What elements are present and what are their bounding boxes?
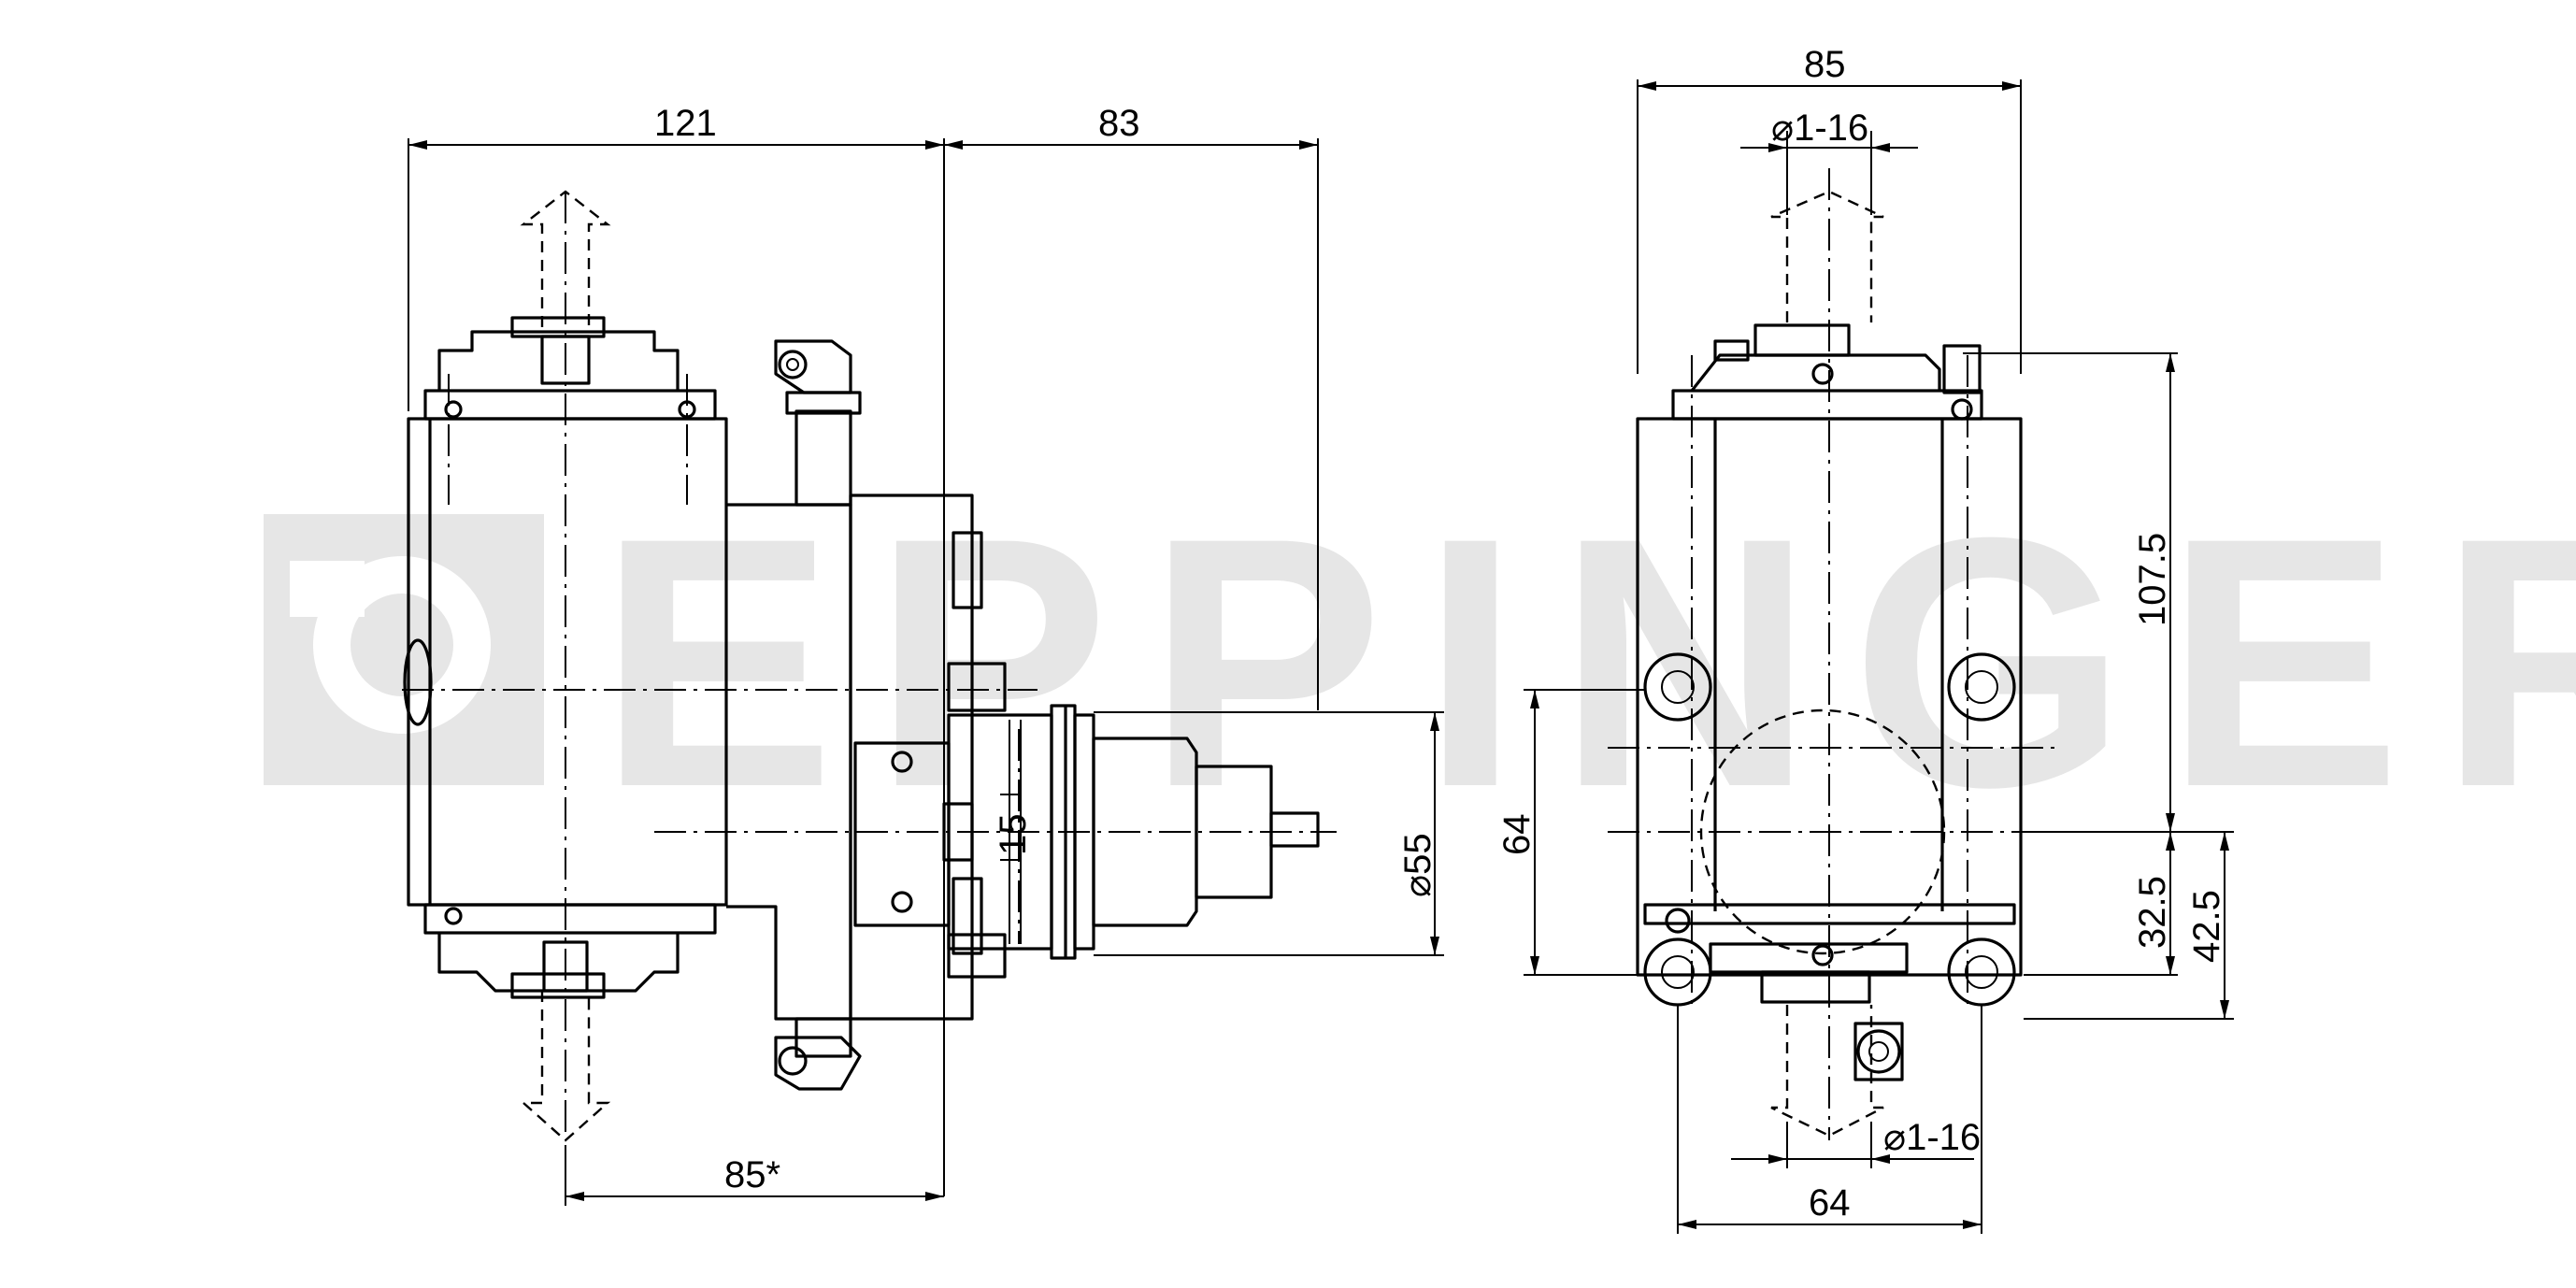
side-view: 121 83 — [402, 103, 1444, 1206]
dim-label-64-horizontal: 64 — [1809, 1182, 1851, 1224]
dim-label-85-star: 85* — [724, 1154, 780, 1195]
dim-42-5: 42.5 — [2024, 832, 2234, 1020]
dim-label-32-5: 32.5 — [2132, 876, 2173, 949]
dim-label-83: 83 — [1098, 103, 1140, 144]
dim-label-dia55: ⌀55 — [1397, 833, 1438, 897]
dim-label-15: 15 — [993, 814, 1034, 856]
dim-85-top: 85 — [1637, 44, 2022, 374]
dim-label-64-vertical: 64 — [1496, 814, 1538, 856]
dim-15: 15 — [993, 794, 1034, 861]
dim-thread-top: ⌀1-16 — [1740, 107, 1918, 215]
dim-label-121: 121 — [654, 103, 717, 144]
dim-64-horizontal: 64 — [1677, 1005, 1982, 1234]
dim-label-42-5: 42.5 — [2186, 890, 2227, 963]
side-bottom-fitting — [774, 1017, 862, 1091]
dim-85-star: 85* — [565, 1145, 944, 1206]
dim-thread-bottom: ⌀1-16 — [1731, 1117, 1981, 1168]
front-housing — [1636, 323, 2023, 1007]
eppinger-watermark-logo: EPPINGER — [264, 464, 2576, 861]
front-view: 85 ⌀1-16 — [1496, 44, 2234, 1234]
dim-label-85-top: 85 — [1804, 44, 1846, 85]
dim-label-thread-bottom: ⌀1-16 — [1883, 1117, 1981, 1158]
dim-32-5: 32.5 — [2024, 832, 2178, 976]
dim-107-5: 107.5 — [1963, 352, 2234, 833]
dim-64-vertical: 64 — [1496, 689, 1645, 976]
dim-label-thread-top: ⌀1-16 — [1771, 107, 1868, 149]
dim-83: 83 — [944, 103, 1318, 150]
dim-label-107-5: 107.5 — [2132, 533, 2173, 626]
side-housing — [403, 316, 1007, 1021]
side-top-fitting — [774, 339, 862, 507]
dim-dia55: ⌀55 — [1094, 711, 1444, 956]
front-bottom-fitting — [1853, 1022, 1904, 1081]
watermark-text: EPPINGER — [598, 464, 2576, 861]
